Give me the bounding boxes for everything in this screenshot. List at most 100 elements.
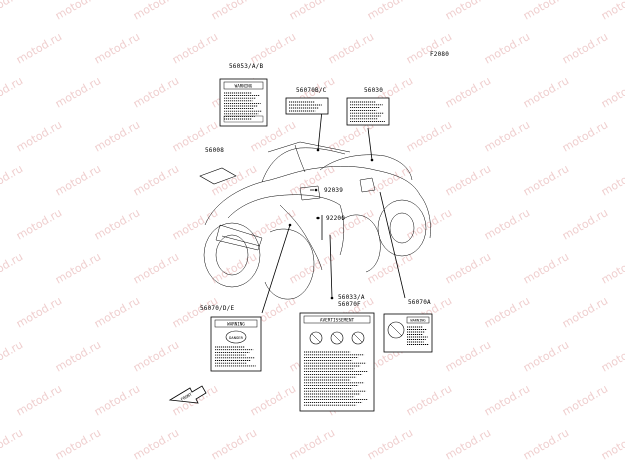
watermark-text: motod.ru: [365, 426, 415, 462]
decal-56070d-warning-text: WARNING: [227, 322, 245, 327]
decal-56070a-warning-text: WARNING: [410, 319, 425, 323]
watermark-text: motod.ru: [170, 30, 220, 66]
watermark-text: motod.ru: [482, 118, 532, 154]
watermark-text: motod.ru: [365, 0, 415, 23]
watermark-text: motod.ru: [53, 338, 103, 374]
watermark-text: motod.ru: [599, 74, 625, 110]
watermark-text: motod.ru: [53, 426, 103, 462]
watermark-text: motod.ru: [599, 250, 625, 286]
watermark-text: motod.ru: [443, 74, 493, 110]
watermark-text: motod.ru: [599, 338, 625, 374]
watermark-text: motod.ru: [0, 338, 25, 374]
part-56070d: 56070/D/E: [200, 305, 235, 312]
watermark-text: motod.ru: [521, 74, 571, 110]
watermark-text: motod.ru: [287, 426, 337, 462]
part-56070a: 56070A: [408, 299, 431, 306]
decal-56070d: WARNING DANGER: [210, 316, 262, 372]
watermark-text: motod.ru: [404, 382, 454, 418]
watermark-text: motod.ru: [404, 118, 454, 154]
leader-lines: [261, 109, 406, 314]
watermark-text: motod.ru: [560, 206, 610, 242]
watermark-text: motod.ru: [131, 338, 181, 374]
watermark-text: motod.ru: [443, 162, 493, 198]
watermark-text: motod.ru: [482, 382, 532, 418]
watermark-text: motod.ru: [92, 206, 142, 242]
decal-56053: WARNING: [219, 78, 268, 127]
watermark-text: motod.ru: [443, 426, 493, 462]
watermark-text: motod.ru: [131, 0, 181, 23]
part-56053: 56053/A/B: [229, 63, 264, 70]
watermark-text: motod.ru: [521, 338, 571, 374]
atv-outline: [203, 141, 431, 300]
watermark-text: motod.ru: [53, 250, 103, 286]
watermark-text: motod.ru: [482, 206, 532, 242]
watermark-text: motod.ru: [521, 0, 571, 23]
watermark-text: motod.ru: [131, 162, 181, 198]
watermark-text: motod.ru: [14, 294, 64, 330]
figure-code: F2080: [430, 51, 450, 58]
watermark-text: motod.ru: [0, 162, 25, 198]
watermark-text: motod.ru: [443, 250, 493, 286]
decal-56033-title: AVERTISSEMENT: [320, 318, 355, 324]
watermark-text: motod.ru: [0, 426, 25, 462]
part-92200: 92200: [326, 215, 346, 222]
front-arrow-label: FRONT: [180, 391, 193, 402]
watermark-text: motod.ru: [92, 118, 142, 154]
watermark-text: motod.ru: [599, 0, 625, 23]
watermark-text: motod.ru: [53, 0, 103, 23]
watermark-text: motod.ru: [326, 30, 376, 66]
part-56033: 56033/A: [338, 294, 365, 301]
watermark-text: motod.ru: [14, 206, 64, 242]
watermark-text: motod.ru: [53, 74, 103, 110]
watermark-text: motod.ru: [248, 382, 298, 418]
watermark-text: motod.ru: [521, 162, 571, 198]
watermark-text: motod.ru: [287, 250, 337, 286]
watermark-text: motod.ru: [0, 250, 25, 286]
watermark-text: motod.ru: [53, 162, 103, 198]
watermark-text: motod.ru: [209, 0, 259, 23]
watermark-text: motod.ru: [92, 294, 142, 330]
watermark-text: motod.ru: [560, 30, 610, 66]
watermark-text: motod.ru: [482, 294, 532, 330]
watermark-text: motod.ru: [14, 30, 64, 66]
part-56030: 56030: [364, 87, 384, 94]
watermark-text: motod.ru: [209, 426, 259, 462]
watermark-text: motod.ru: [560, 294, 610, 330]
part-92039: 92039: [324, 187, 344, 194]
watermark-text: motod.ru: [248, 30, 298, 66]
watermark-text: motod.ru: [599, 426, 625, 462]
front-arrow: FRONT: [168, 385, 207, 404]
watermark-text: motod.ru: [443, 338, 493, 374]
watermark-text: motod.ru: [560, 382, 610, 418]
watermark-text: motod.ru: [287, 0, 337, 23]
watermark-text: motod.ru: [131, 426, 181, 462]
watermark-text: motod.ru: [92, 30, 142, 66]
watermark-text: motod.ru: [14, 118, 64, 154]
decal-56070b: [285, 97, 329, 115]
watermark-text: motod.ru: [599, 162, 625, 198]
decal-56053-text-block: [224, 92, 262, 120]
watermark-text: motod.ru: [404, 30, 454, 66]
watermark-text: motod.ru: [209, 250, 259, 286]
part-56008: 56008: [205, 147, 225, 154]
watermark-text: motod.ru: [521, 250, 571, 286]
watermark-text: motod.ru: [560, 118, 610, 154]
watermark-text: motod.ru: [131, 250, 181, 286]
decal-56053-warning-text: WARNING: [235, 84, 253, 89]
decal-56008: [199, 167, 237, 185]
watermark-text: motod.ru: [14, 382, 64, 418]
decal-56070a: WARNING: [383, 313, 433, 353]
watermark-text: motod.ru: [326, 206, 376, 242]
part-56070b: 56070B/C: [296, 87, 327, 94]
watermark-text: motod.ru: [92, 382, 142, 418]
decal-56030: [346, 97, 390, 126]
leader-dots: [288, 148, 374, 300]
watermark-text: motod.ru: [0, 74, 25, 110]
part-56070f: 56070F: [338, 301, 361, 308]
watermark-text: motod.ru: [521, 426, 571, 462]
watermark-text: motod.ru: [131, 74, 181, 110]
watermark-text: motod.ru: [0, 0, 25, 23]
watermark-text: motod.ru: [482, 30, 532, 66]
watermark-text: motod.ru: [443, 0, 493, 23]
